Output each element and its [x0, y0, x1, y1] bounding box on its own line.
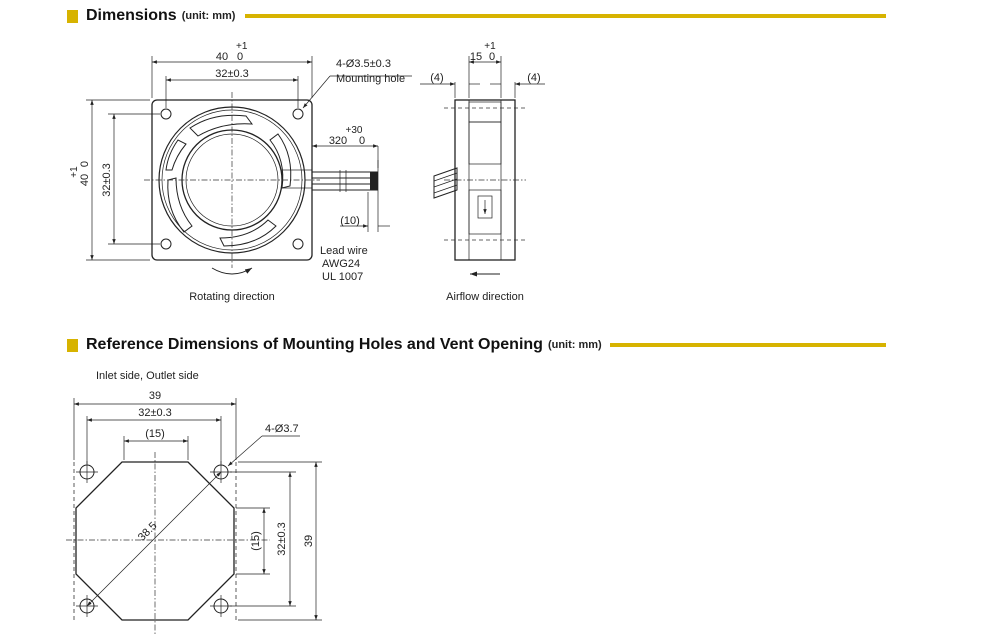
ref-vent-width: (15) [145, 428, 165, 440]
lead-tol-lower: 0 [359, 135, 365, 147]
ref-outer-width: 39 [149, 390, 161, 402]
inner-height-dim: 32±0.3 [101, 163, 113, 197]
section-marker [67, 338, 78, 352]
section-marker [67, 9, 78, 23]
height-dim: 40 [79, 174, 91, 186]
ref-pitch-width: 32±0.3 [138, 407, 172, 419]
depth-dim: 15 [470, 51, 482, 63]
section-title: Dimensions [86, 7, 177, 24]
hole-label: 4-Ø3.5±0.3 [336, 58, 391, 70]
height-tol-lower: 0 [79, 161, 91, 167]
width-dim: 40 [216, 51, 228, 63]
fan-front-view [144, 92, 320, 275]
rotating-caption: Rotating direction [189, 291, 275, 303]
section-header-dimensions: Dimensions (unit: mm) [67, 7, 243, 25]
depth-tol-upper: +1 [484, 41, 496, 52]
fan-side-view [433, 99, 526, 277]
width-tol-upper: +1 [236, 41, 248, 52]
side-view-dimensions [420, 56, 545, 98]
ref-subtitle: Inlet side, Outlet side [96, 370, 199, 382]
section-title: Reference Dimensions of Mounting Holes a… [86, 336, 543, 353]
side-right-dim: (4) [527, 72, 540, 84]
lead-tol-upper: +30 [346, 125, 363, 136]
airflow-caption: Airflow direction [446, 291, 524, 303]
front-view-dimensions [86, 56, 412, 261]
reference-dimensions [73, 398, 322, 621]
ref-diagonal: 38.5 [136, 520, 160, 544]
side-left-dim: (4) [430, 72, 443, 84]
depth-tol-lower: 0 [489, 51, 495, 63]
section-unit: (unit: mm) [181, 10, 236, 22]
section-rule [245, 14, 886, 18]
strip-length: (10) [340, 215, 360, 227]
mounting-reference-view [66, 452, 270, 634]
section-header-reference: Reference Dimensions of Mounting Holes a… [67, 336, 610, 354]
inner-width-dim: 32±0.3 [215, 68, 249, 80]
height-tol-upper: +1 [69, 166, 80, 178]
lead-length: 320 [329, 135, 347, 147]
lead-wire-1: Lead wire [320, 245, 368, 257]
ref-outer-height: 39 [303, 535, 315, 547]
lead-wire-2: AWG24 [322, 258, 360, 270]
section-unit: (unit: mm) [547, 339, 602, 351]
lead-wire-3: UL 1007 [322, 271, 363, 283]
ref-vent-height: (15) [250, 531, 262, 551]
width-tol-lower: 0 [237, 51, 243, 63]
ref-hole-label: 4-Ø3.7 [265, 423, 299, 435]
lead-wires [312, 144, 390, 232]
ref-pitch-height: 32±0.3 [276, 522, 288, 556]
hole-label-2: Mounting hole [336, 73, 405, 85]
section-rule [610, 343, 886, 347]
